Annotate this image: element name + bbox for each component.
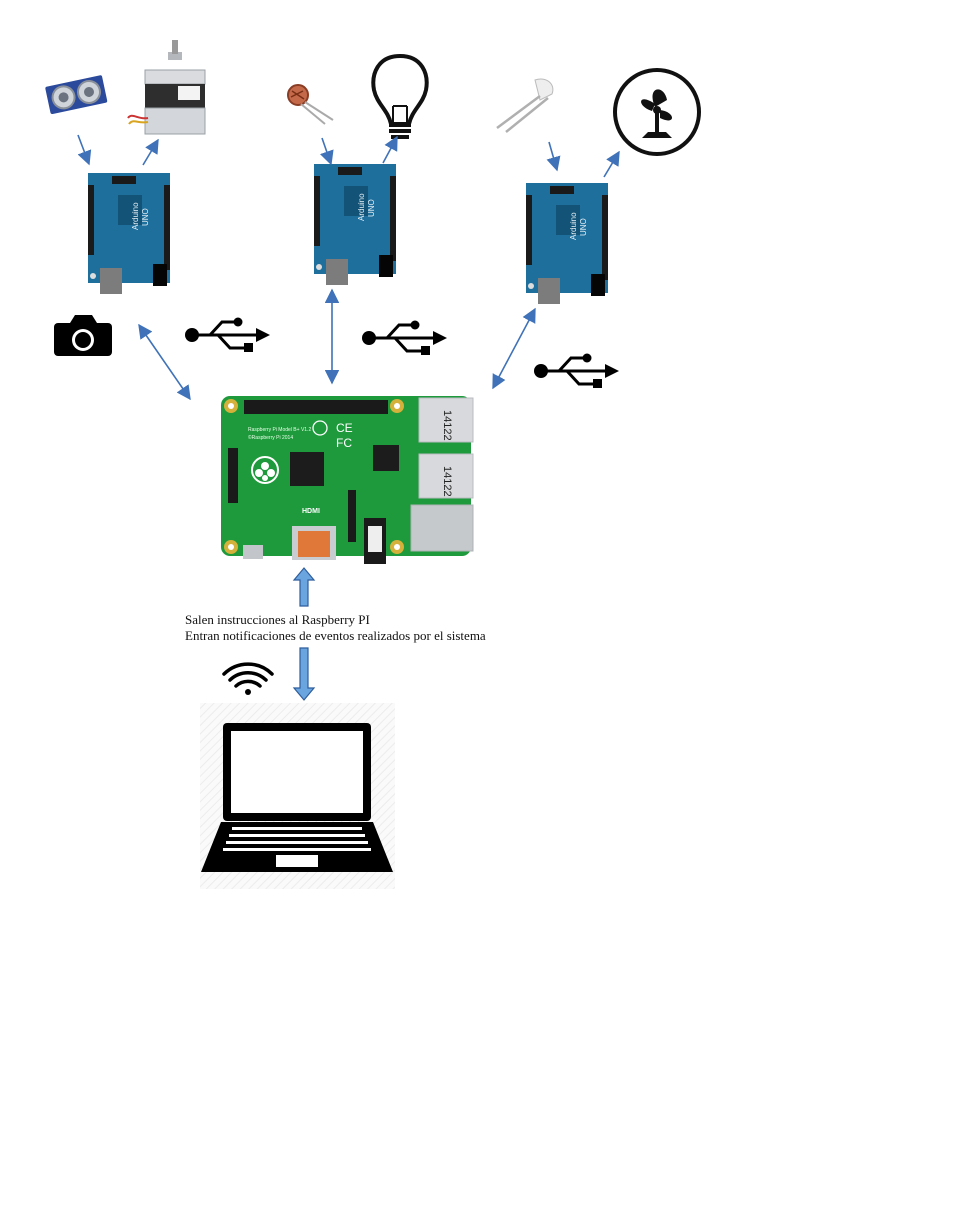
usb-icon [183, 316, 272, 354]
arrow-arduino-right-pi [492, 307, 536, 390]
stepper-motor-icon [127, 40, 206, 135]
pi-fc-label: FC [336, 436, 352, 450]
arduino-brand-label: Arduino [131, 202, 140, 230]
arrow-ultrasonic-to-arduino [77, 134, 92, 166]
caption-line-notifications: Entran notificaciones de eventos realiza… [185, 628, 486, 643]
ultrasonic-sensor-icon [45, 75, 108, 115]
raspberry-pi-board: Raspberry Pi Model B+ V1.2 ©Raspberry Pi… [221, 396, 474, 564]
pi-usb-port-code: 14122 [441, 466, 453, 497]
arrow-led-to-arduino [546, 141, 561, 172]
arduino-board-right: Arduino UNO [526, 183, 608, 304]
pi-year-label: ©Raspberry Pi 2014 [248, 434, 293, 441]
laptop-icon [200, 703, 395, 889]
pi-hdmi-label: HDMI [302, 508, 320, 515]
photoresistor-icon [287, 84, 334, 125]
arduino-model-label: UNO [141, 208, 150, 226]
wifi-icon [222, 662, 274, 695]
led-icon [496, 78, 554, 133]
arrow-photoresistor-to-arduino [319, 137, 334, 166]
arrow-arduino-to-fan [603, 150, 620, 178]
diagram-caption: Salen instrucciones al Raspberry PI Entr… [185, 612, 486, 644]
fan-icon [613, 68, 701, 156]
arduino-model-label: UNO [367, 199, 376, 217]
caption-line-instructions: Salen instrucciones al Raspberry PI [185, 612, 370, 627]
pi-model-label: Raspberry Pi Model B+ V1.2 [248, 427, 311, 433]
arduino-brand-label: Arduino [357, 193, 366, 221]
light-bulb-icon [371, 53, 429, 139]
thick-arrow-down [292, 647, 316, 701]
usb-icon [360, 319, 449, 357]
arrow-arduino-to-bulb [382, 135, 398, 164]
arduino-board-left: Arduino UNO [88, 173, 170, 294]
arduino-brand-label: Arduino [569, 212, 578, 240]
sensor-to-arduino-arrows [77, 134, 620, 178]
pb-free-icon [312, 420, 328, 436]
camera-icon [54, 315, 112, 356]
pi-usb-port-code: 14122 [441, 410, 453, 441]
arduino-model-label: UNO [579, 218, 588, 236]
arduino-board-middle: Arduino UNO [314, 164, 396, 285]
arrow-arduino-to-motor [142, 138, 159, 166]
arrow-camera-pi [138, 323, 191, 401]
pi-ce-label: CE [336, 421, 353, 435]
raspberry-logo-icon [251, 456, 279, 484]
usb-icon [532, 352, 621, 390]
arduino-to-pi-arrows [138, 288, 536, 401]
thick-arrow-up [292, 567, 316, 607]
